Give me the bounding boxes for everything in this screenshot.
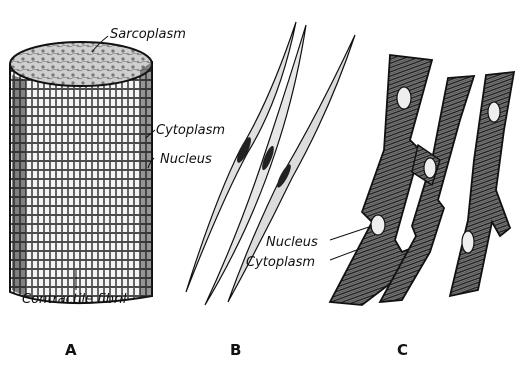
fiber-a-right-shading [140, 62, 152, 298]
fiber-a-body [10, 62, 152, 303]
label-cytoplasm-c: Cytoplasm [246, 255, 315, 270]
cardiac-nucleus-3 [371, 215, 385, 235]
panel-letter-a: A [65, 341, 77, 359]
panel-letter-b: B [230, 341, 241, 359]
panel-c-cardiac-muscle [330, 55, 514, 305]
label-cytoplasm-a: Cytoplasm [156, 123, 225, 138]
panel-letter-c: C [397, 341, 408, 359]
label-nucleus-c: Nucleus [266, 235, 318, 250]
fiber-a-shading [12, 75, 26, 296]
panel-a-skeletal-fiber [10, 42, 152, 303]
fiber-a-cross-section [10, 42, 152, 86]
cardiac-nucleus-2 [424, 158, 436, 178]
cardiac-nucleus-5 [462, 231, 474, 253]
label-contractile-fibril: Contractile fibril [22, 292, 127, 307]
cardiac-nucleus-4 [488, 102, 500, 122]
cardiac-nucleus-1 [397, 87, 411, 109]
label-nucleus-a: Nucleus [160, 152, 212, 167]
label-sarcoplasm: Sarcoplasm [110, 27, 186, 42]
